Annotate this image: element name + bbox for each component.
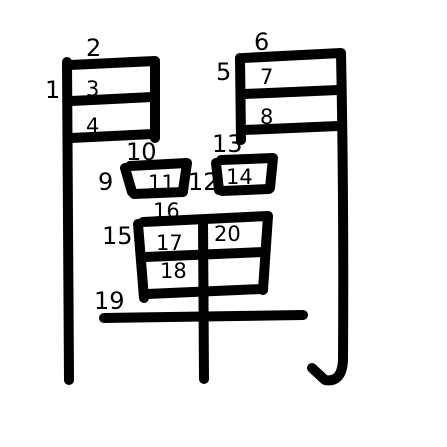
stroke-number-5: 5 — [216, 58, 231, 86]
stroke-6 — [238, 48, 349, 386]
stroke-3 — [66, 92, 158, 106]
stroke-9 — [120, 163, 137, 197]
stroke-number-17: 17 — [156, 231, 183, 255]
stroke-12 — [211, 158, 224, 195]
stroke-11 — [129, 187, 188, 199]
stroke-14 — [217, 184, 274, 196]
stroke-16 — [138, 211, 273, 295]
stroke-4 — [66, 129, 158, 143]
stroke-1 — [62, 57, 74, 385]
stroke-number-9: 9 — [98, 168, 113, 196]
stroke-2 — [65, 56, 160, 143]
stroke-number-15: 15 — [102, 222, 133, 250]
stroke-number-13: 13 — [212, 130, 243, 158]
stroke-8 — [239, 121, 343, 135]
stroke-15 — [133, 219, 149, 303]
stroke-number-14: 14 — [226, 165, 253, 189]
stroke-number-19: 19 — [94, 287, 125, 315]
stroke-7 — [239, 85, 343, 99]
stroke-number-6: 6 — [254, 28, 269, 56]
stroke-number-8: 8 — [260, 105, 273, 129]
stroke-number-7: 7 — [260, 65, 273, 89]
stroke-number-12: 12 — [188, 168, 219, 196]
stroke-number-16: 16 — [153, 199, 180, 223]
stroke-number-18: 18 — [160, 259, 187, 283]
stroke-number-10: 10 — [126, 138, 157, 166]
stroke-number-11: 11 — [148, 171, 175, 195]
stroke-number-2: 2 — [86, 34, 101, 62]
stroke-20 — [198, 215, 209, 384]
stroke-number-1: 1 — [45, 76, 60, 104]
stroke-number-20: 20 — [214, 222, 241, 246]
stroke-number-4: 4 — [86, 114, 99, 138]
stroke-number-3: 3 — [86, 77, 99, 101]
stroke-13 — [216, 153, 278, 193]
stroke-10 — [125, 158, 192, 196]
